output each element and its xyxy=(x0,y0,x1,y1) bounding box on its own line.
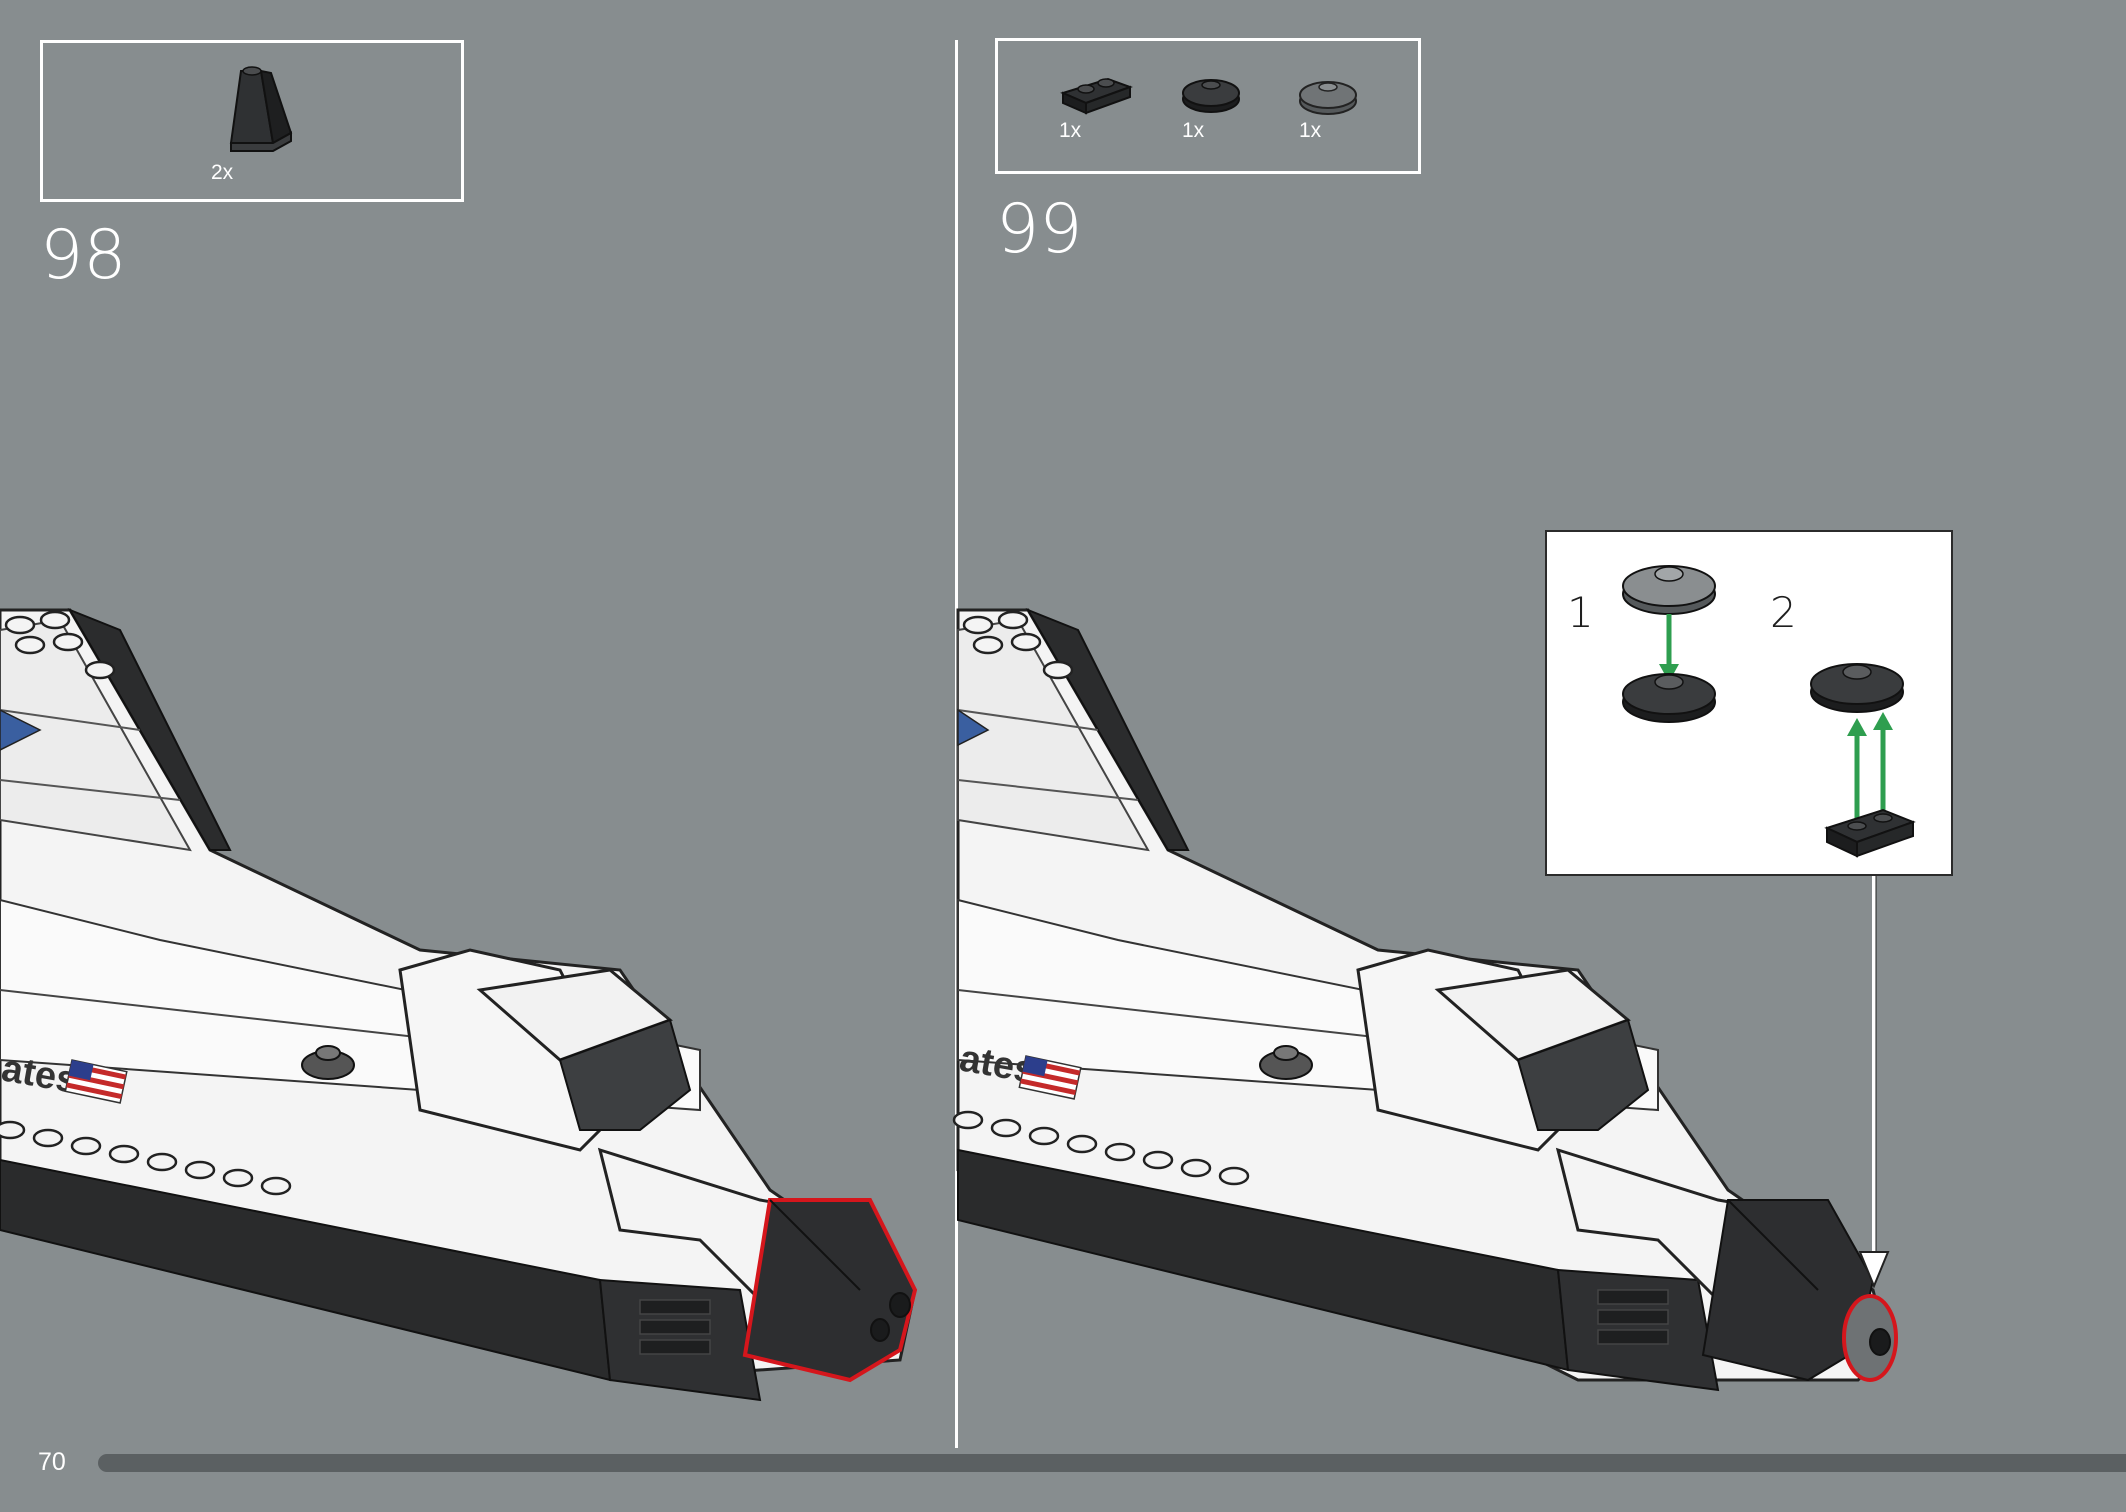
grey-round-tile-icon xyxy=(1299,81,1357,115)
progress-bar xyxy=(98,1454,2126,1472)
parts-list-step-99: 1x 1x 1x xyxy=(995,38,1421,174)
black-plate-1x2-icon xyxy=(1060,77,1133,115)
flag-decal xyxy=(1018,1055,1082,1100)
flag-decal xyxy=(64,1059,128,1104)
page-number: 70 xyxy=(38,1448,66,1476)
part-qty: 1x xyxy=(1299,119,1322,142)
callout-arrow xyxy=(1858,876,1890,1289)
part-qty: 2x xyxy=(211,161,234,184)
shuttle-model-step-98: ates xyxy=(0,607,918,1402)
substep-1-illustration xyxy=(1622,565,1716,723)
substep-2-illustration xyxy=(1810,663,1916,858)
black-round-tile-icon xyxy=(1182,79,1240,113)
sub-assembly-callout: 1 2 xyxy=(1545,530,1953,876)
substep-number: 2 xyxy=(1770,588,1797,637)
shuttle-model-step-99: ates xyxy=(952,607,1898,1392)
parts-list-step-98: 2x xyxy=(40,40,464,202)
substep-number: 1 xyxy=(1567,588,1594,637)
step-number: 98 xyxy=(40,216,127,295)
part-qty: 1x xyxy=(1059,119,1082,142)
black-slope-brick-icon xyxy=(229,66,293,152)
part-qty: 1x xyxy=(1182,119,1205,142)
step-number: 99 xyxy=(996,190,1083,269)
